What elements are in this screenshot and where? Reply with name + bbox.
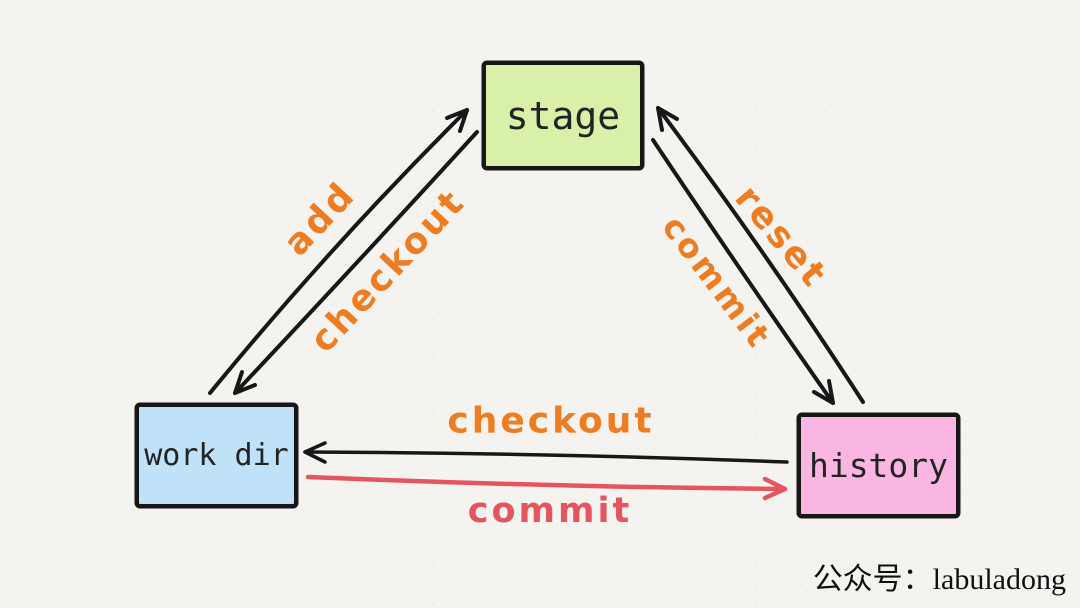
watermark-text: 公众号：labuladong bbox=[812, 563, 1066, 596]
arrow-commit-workdir-to-history bbox=[305, 474, 788, 501]
arrow-checkout-history-to-workdir bbox=[303, 441, 789, 464]
node-history-label: history bbox=[808, 446, 949, 485]
node-stage: stage bbox=[482, 61, 644, 170]
node-workdir: work dir bbox=[135, 403, 298, 508]
arrow-reset bbox=[656, 106, 865, 404]
arrow-commit-stage-to-history bbox=[651, 138, 835, 405]
edge-label-checkout-history-to-workdir: checkout bbox=[447, 400, 655, 442]
edge-label-commit-workdir-to-history: commit bbox=[467, 491, 633, 531]
node-workdir-label: work dir bbox=[144, 438, 289, 473]
node-history: history bbox=[797, 413, 960, 518]
arrow-checkout-stage-to-workdir bbox=[233, 130, 479, 395]
node-stage-label: stage bbox=[505, 93, 621, 138]
arrow-add bbox=[208, 108, 469, 395]
